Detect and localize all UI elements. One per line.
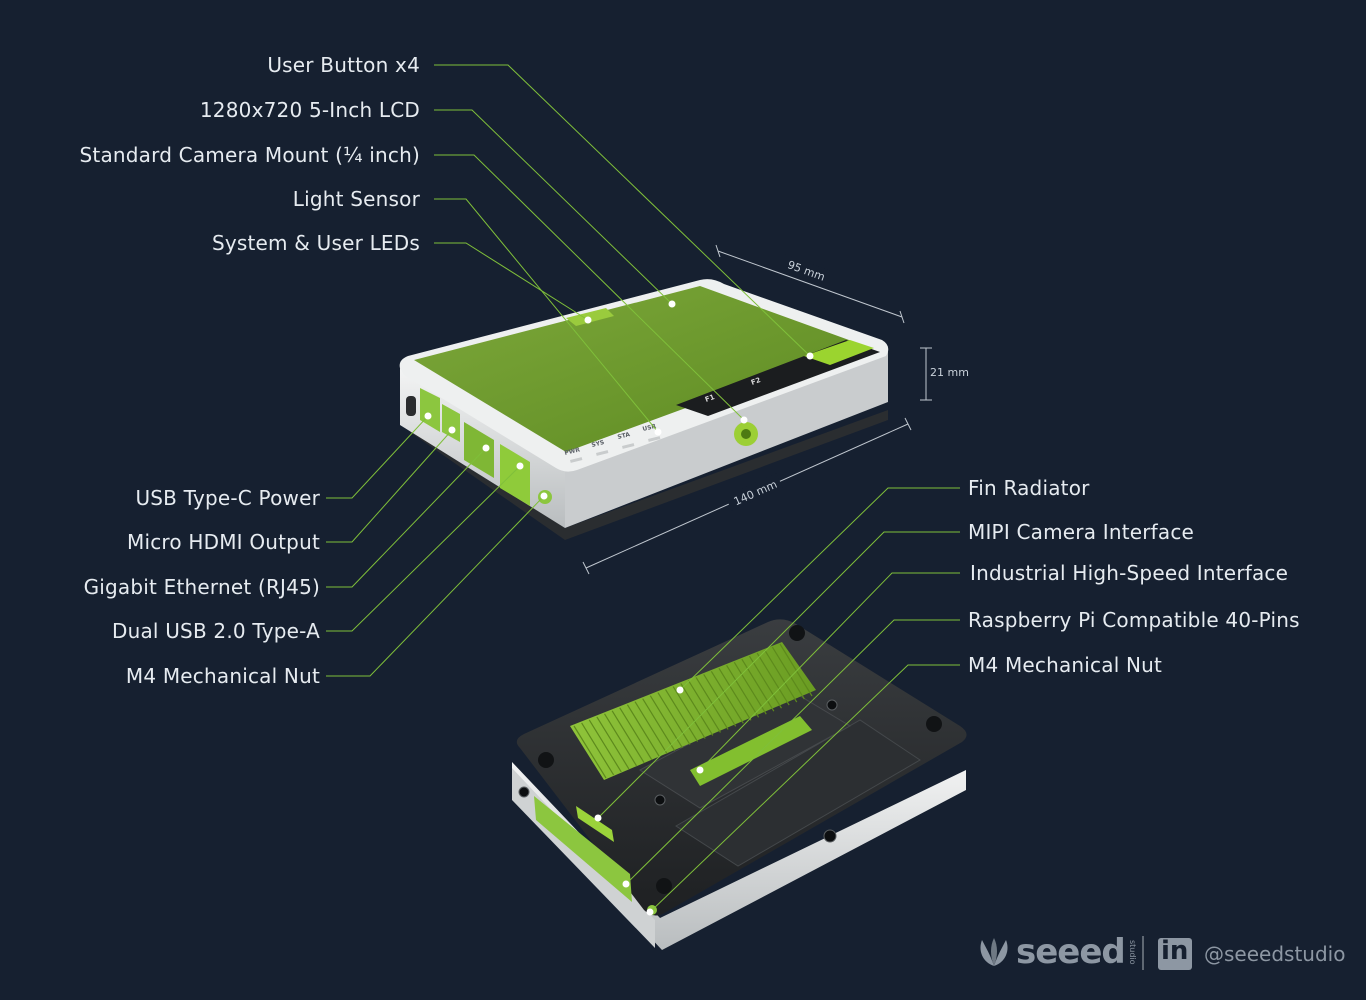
led-label-pwr: PWR: [564, 446, 581, 457]
fin-ridge: [764, 649, 798, 703]
port-rj45: [464, 422, 494, 478]
port-micro-hdmi: [442, 404, 460, 442]
lcd-screen: [414, 286, 860, 452]
dim-width-bg: [778, 253, 832, 287]
camera-mount-hole: [741, 429, 751, 439]
label-m4-nut-left: M4 Mechanical Nut: [125, 664, 320, 688]
linkedin-icon: in: [1158, 936, 1192, 970]
port-audio: [406, 396, 416, 416]
industrial-interface-port: [534, 796, 632, 902]
mipi-slot: [690, 716, 812, 786]
bottom-recess-1: [675, 719, 921, 867]
fin-ridge: [642, 698, 676, 751]
label-ethernet: Gigabit Ethernet (RJ45): [83, 575, 320, 599]
label-fin-radiator: Fin Radiator: [968, 476, 1090, 500]
button-label-f2: F2: [750, 376, 762, 387]
fin-ridge: [604, 713, 638, 767]
fin-ridge: [672, 686, 706, 739]
led-label-usr: USR: [642, 423, 657, 433]
fin-ridge: [626, 704, 660, 758]
label-camera-mount: Standard Camera Mount (¼ inch): [79, 143, 420, 167]
label-m4-nut-right: M4 Mechanical Nut: [968, 653, 1163, 677]
label-usb-a: Dual USB 2.0 Type-A: [111, 619, 320, 643]
label-light-sensor: Light Sensor: [292, 187, 420, 211]
linkedin-icon-text: in: [1161, 936, 1189, 966]
port-usb-c: [420, 388, 440, 432]
fin-ridge: [680, 683, 714, 736]
dimension-length: 140 mm: [732, 478, 779, 509]
device-top-view: F1 F2 PWR SYS STA USR: [399, 279, 889, 540]
gpio-40pin: [576, 806, 614, 842]
fin-ridge: [733, 661, 767, 715]
led-windows: [569, 436, 661, 463]
led-label-sys: SYS: [591, 439, 605, 449]
fin-ridge: [718, 667, 752, 721]
device-bottom-view: [512, 619, 967, 950]
label-gpio: Raspberry Pi Compatible 40-Pins: [968, 608, 1300, 632]
port-usb-a: [500, 444, 530, 506]
rubber-feet: [538, 625, 942, 894]
fin-ridge: [726, 664, 760, 718]
fin-ridge: [665, 689, 699, 742]
fin-ridge: [748, 655, 782, 709]
fin-ridge: [581, 722, 615, 776]
fin-ridge: [573, 725, 607, 779]
brand-divider: [1142, 936, 1144, 970]
seeed-leaf-icon: [980, 938, 1008, 966]
leader-dots: [424, 300, 814, 916]
fin-ridge: [703, 674, 737, 727]
brand-sub: studio: [1128, 940, 1137, 965]
user-button-green: [804, 340, 874, 365]
fin-ridge: [634, 701, 668, 755]
fin-ridge: [588, 719, 622, 773]
dim-length-bg: [725, 473, 783, 511]
leader-lines: [326, 64, 960, 913]
label-lcd: 1280x720 5-Inch LCD: [199, 98, 420, 122]
label-mipi: MIPI Camera Interface: [968, 520, 1195, 544]
label-user-button: User Button x4: [267, 53, 420, 77]
fin-ridge: [741, 658, 775, 712]
brand-handle: @seeedstudio: [1204, 942, 1346, 966]
button-label-f1: F1: [704, 393, 716, 404]
fin-ridge: [756, 652, 790, 706]
fin-ridge: [619, 707, 653, 761]
fin-ridge: [596, 716, 630, 770]
led-label-sta: STA: [617, 431, 631, 441]
fin-ridge: [611, 710, 645, 764]
fin-ridge: [779, 643, 813, 697]
label-leds: System & User LEDs: [211, 231, 420, 255]
screw-holes: [518, 699, 838, 843]
fin-ridge: [687, 680, 721, 733]
label-usb-c: USB Type-C Power: [135, 486, 320, 510]
light-sensor-window: [566, 308, 614, 326]
fin-ridge: [710, 671, 744, 724]
device-right-wall: [565, 350, 888, 528]
fin-ridge: [657, 692, 691, 745]
label-micro-hdmi: Micro HDMI Output: [126, 530, 320, 554]
brand-name: seeed: [1016, 932, 1126, 972]
device-base-edge: [410, 410, 888, 540]
fin-ridge: [771, 646, 805, 700]
label-industrial: Industrial High-Speed Interface: [970, 561, 1289, 585]
dimension-height: 21 mm: [930, 366, 969, 379]
fin-radiator: [570, 642, 816, 780]
